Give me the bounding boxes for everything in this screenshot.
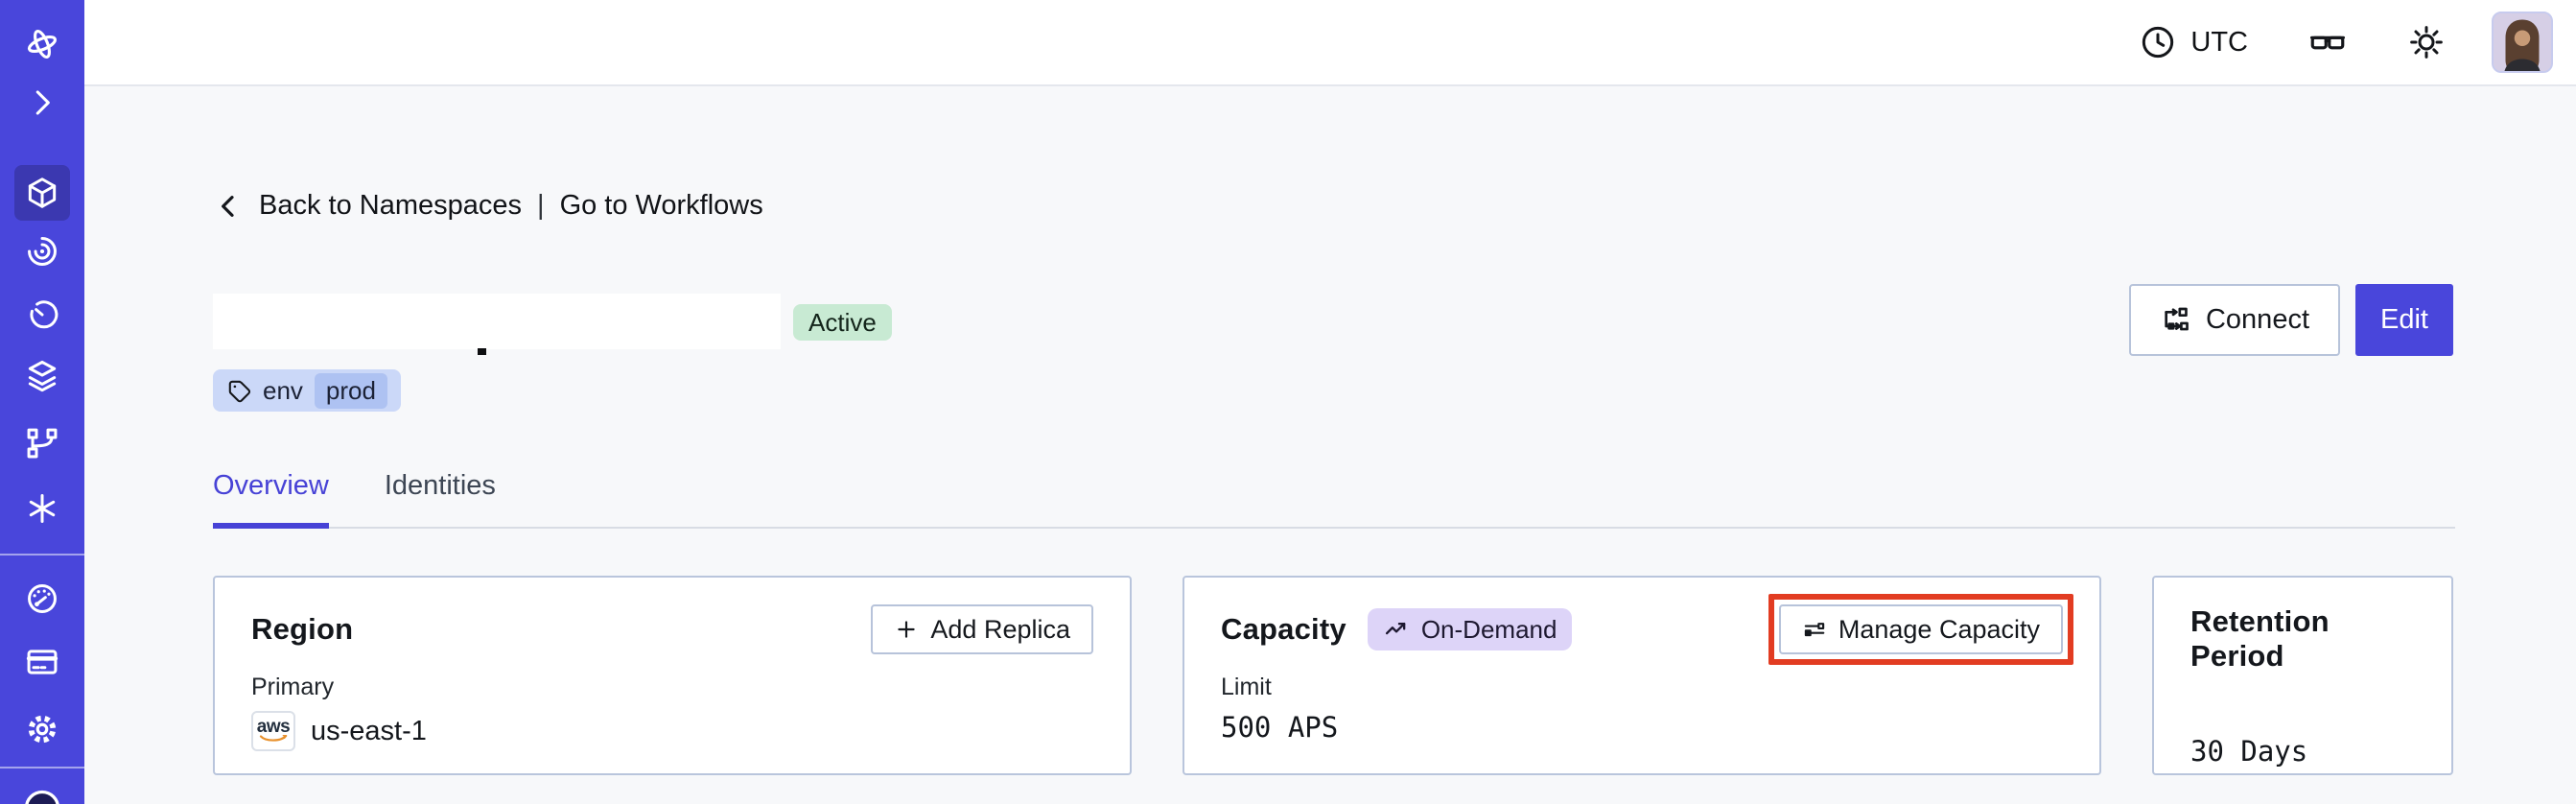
namespace-tag: env prod <box>213 369 401 412</box>
primary-label: Primary <box>251 674 335 700</box>
capacity-card-title: Capacity <box>1221 612 1347 646</box>
namespace-title-redacted <box>213 294 781 349</box>
sidebar-divider <box>0 554 84 556</box>
tag-key: env <box>263 375 303 405</box>
sliders-icon <box>1804 623 1825 637</box>
breadcrumb-back-link[interactable]: Back to Namespaces <box>259 190 523 221</box>
header-actions: Connect Edit <box>2128 284 2453 356</box>
aws-provider-badge: aws <box>251 711 295 751</box>
asterisk-icon <box>29 494 56 523</box>
branch-icon <box>27 428 58 459</box>
timezone-label: UTC <box>2190 26 2248 58</box>
temporal-logo[interactable] <box>0 25 84 63</box>
timer-icon <box>30 300 59 329</box>
sidebar-item-workflows[interactable] <box>0 233 84 270</box>
gauge-icon <box>28 584 57 613</box>
brightness-sun-icon[interactable] <box>2407 23 2446 61</box>
sidebar-item-batch-operations[interactable] <box>0 425 84 461</box>
annotation-highlight-box: Manage Capacity <box>1768 594 2073 665</box>
limit-label: Limit <box>1221 674 1272 700</box>
sidebar-divider <box>0 767 84 769</box>
aws-smile-icon <box>259 735 288 742</box>
plus-icon <box>898 621 916 638</box>
on-demand-label: On-Demand <box>1420 614 1557 644</box>
manage-capacity-button[interactable]: Manage Capacity <box>1778 604 2063 654</box>
sidebar-item-schedules[interactable] <box>0 296 84 333</box>
retention-card-title: Retention Period <box>2190 604 2330 673</box>
tag-value-chip: prod <box>314 372 387 409</box>
gear-icon <box>28 715 57 744</box>
capacity-limit-value: 500 APS <box>1221 711 1339 744</box>
main-content: Back to Namespaces | Go to Workflows Act… <box>84 88 2576 804</box>
credit-card-icon <box>26 650 59 674</box>
sidebar-item-deployments[interactable] <box>0 358 84 394</box>
overview-cards: Region Add Replica Primary aws us <box>213 576 2453 775</box>
connect-button[interactable]: Connect <box>2128 284 2340 356</box>
tab-overview[interactable]: Overview <box>213 470 329 529</box>
clock-icon <box>2143 26 2174 59</box>
user-avatar[interactable] <box>2492 12 2553 73</box>
sidebar-item-settings[interactable] <box>0 711 84 747</box>
cube-icon <box>28 177 57 208</box>
on-demand-badge: On-Demand <box>1367 608 1573 650</box>
region-card: Region Add Replica Primary aws us <box>213 576 1132 775</box>
tab-bar: Overview Identities <box>213 470 2455 529</box>
manage-capacity-label: Manage Capacity <box>1838 614 2040 644</box>
aws-logo-text: aws <box>256 717 291 737</box>
edit-button[interactable]: Edit <box>2355 284 2453 356</box>
region-card-title: Region <box>251 612 354 646</box>
namespace-title-remnant <box>478 348 486 355</box>
timezone-selector[interactable]: UTC <box>2139 23 2248 61</box>
chevron-right-icon <box>35 90 50 115</box>
connect-flow-icon <box>2165 307 2189 330</box>
retention-card: Retention Period 30 Days <box>2152 576 2453 775</box>
breadcrumb-workflows-link[interactable]: Go to Workflows <box>559 190 763 221</box>
sidebar-item-nexus[interactable] <box>0 490 84 527</box>
sidebar-item-support[interactable] <box>0 787 84 804</box>
capacity-card: Capacity On-Demand Manage Ca <box>1183 576 2101 775</box>
glasses-icon[interactable] <box>2307 22 2348 62</box>
sidebar-item-usage[interactable] <box>0 580 84 617</box>
avatar-image <box>2494 13 2551 71</box>
sidebar-item-billing[interactable] <box>0 644 84 680</box>
region-value: us-east-1 <box>311 715 427 746</box>
sidebar-expand-button[interactable] <box>0 84 84 121</box>
status-badge: Active <box>793 304 892 341</box>
sidebar-item-namespaces[interactable] <box>14 165 70 221</box>
tab-identities[interactable]: Identities <box>384 470 496 501</box>
back-chevron-icon[interactable] <box>213 191 244 222</box>
trend-up-icon <box>1385 623 1406 635</box>
breadcrumb: Back to Namespaces | Go to Workflows <box>213 190 763 222</box>
add-replica-label: Add Replica <box>930 614 1070 644</box>
topbar: UTC <box>84 0 2576 86</box>
tag-icon <box>228 380 251 403</box>
layers-icon <box>28 360 57 392</box>
support-circle-icon <box>25 790 59 804</box>
retention-value: 30 Days <box>2190 735 2308 768</box>
workflows-spiral-icon <box>28 237 57 266</box>
breadcrumb-separator: | <box>537 190 545 221</box>
connect-button-label: Connect <box>2205 304 2309 335</box>
sidebar <box>0 0 84 804</box>
add-replica-button[interactable]: Add Replica <box>871 604 1093 654</box>
